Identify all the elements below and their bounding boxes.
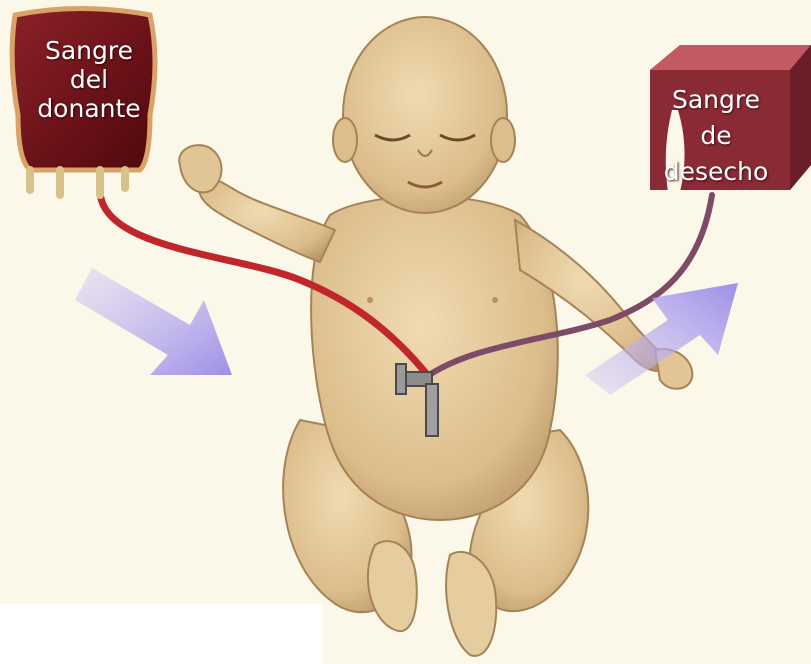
- donor-label-line-3: donante: [24, 94, 154, 123]
- waste-blood-label: Sangre de desecho: [646, 82, 786, 190]
- image-corner-patch: [0, 604, 322, 664]
- donor-label-line-2: del: [24, 65, 154, 94]
- left-arm: [199, 179, 335, 262]
- right-ear: [491, 118, 515, 162]
- inflow-arrow-icon: [75, 268, 232, 375]
- waste-label-line-2: de: [646, 118, 786, 154]
- left-nipple: [367, 297, 373, 303]
- right-nipple: [492, 297, 498, 303]
- donor-blood-label: Sangre del donante: [24, 36, 154, 123]
- left-ear: [333, 118, 357, 162]
- donor-label-line-1: Sangre: [24, 36, 154, 65]
- left-fist: [179, 145, 221, 192]
- head: [343, 17, 507, 213]
- infant-illustration: [179, 17, 692, 656]
- left-foot: [368, 541, 417, 631]
- waste-label-line-1: Sangre: [646, 82, 786, 118]
- waste-label-line-3: desecho: [646, 154, 786, 190]
